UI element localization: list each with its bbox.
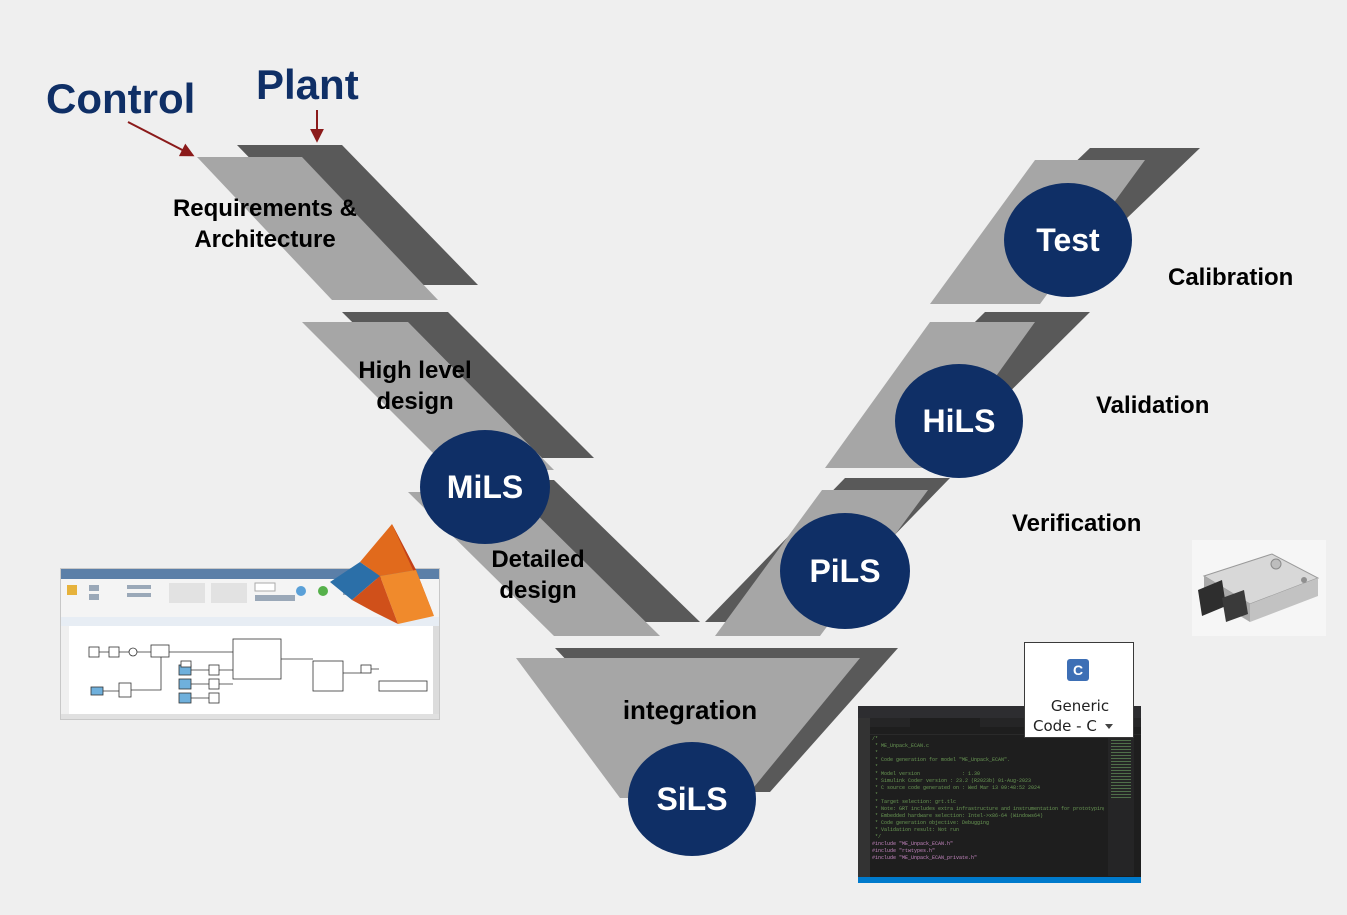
vscode-activity-bar <box>858 718 870 877</box>
verification-label: Verification <box>1012 510 1142 537</box>
requirements-line-2: Architecture <box>194 225 336 253</box>
code-line: #include "ME_Unpack_ECAN.h" <box>872 841 954 847</box>
code-line: * <box>872 764 879 770</box>
detailed-label: Detailed design <box>458 545 618 606</box>
code-line: * C source code generated on : Wed Mar 1… <box>872 785 1041 791</box>
generic-code-line-1: Generic <box>1050 697 1110 715</box>
highlevel-line-1: High level <box>358 357 472 384</box>
matlab-logo-icon <box>326 520 438 630</box>
chevron-down-icon[interactable] <box>1104 724 1113 729</box>
generic-code-line-2: Code - C <box>1033 717 1133 735</box>
integration-panel <box>516 658 860 798</box>
sils-circle: SiLS <box>628 742 756 856</box>
control-label: Control <box>46 75 196 122</box>
hils-circle: HiLS <box>895 364 1023 478</box>
code-line: * ME_Unpack_ECAN.c <box>872 743 930 749</box>
validation-label: Validation <box>1096 392 1210 419</box>
detailed-line-2: design <box>499 576 577 604</box>
code-line: * Embedded hardware selection: Intel->x8… <box>872 813 1044 819</box>
detailed-line-1: Detailed <box>491 546 585 573</box>
highlevel-label: High level design <box>320 356 510 417</box>
c-language-icon: C <box>1067 659 1089 681</box>
plant-label: Plant <box>256 61 359 108</box>
vscode-breadcrumb <box>870 727 1141 735</box>
code-line: */ <box>872 834 882 840</box>
code-line: * <box>872 750 879 756</box>
ecu-hardware-icon <box>1192 540 1326 636</box>
code-line: /* <box>872 736 879 742</box>
code-line: * Simulink Coder version : 23.2 (R2023b)… <box>872 778 1032 784</box>
code-line: * Validation result: Not run <box>872 827 960 833</box>
requirements-panel <box>197 157 438 300</box>
vscode-minimap <box>1108 736 1134 876</box>
control-arrow <box>127 121 195 157</box>
generic-code-label: Code - C <box>1033 717 1097 735</box>
test-circle: Test <box>1004 183 1132 297</box>
code-line: * Code generation for model "ME_Unpack_E… <box>872 757 1011 763</box>
mils-circle: MiLS <box>420 430 550 544</box>
integration-label: integration <box>622 695 758 725</box>
code-line: * Model version : 1.30 <box>872 771 981 777</box>
requirements-line-1: Requirements & <box>172 195 358 222</box>
code-line: #include "ME_Unpack_ECAN_private.h" <box>872 855 978 861</box>
code-line: #include "rtwtypes.h" <box>872 848 936 854</box>
vscode-tabbar <box>870 718 1141 727</box>
code-line: * <box>872 792 879 798</box>
highlevel-line-2: design <box>376 387 454 415</box>
code-line: * Target selection: grt.tlc <box>872 799 957 805</box>
requirements-label: Requirements & Architecture <box>140 194 390 255</box>
code-line: * Code generation objective: Debugging <box>872 820 990 826</box>
vscode-code-area: /* * ME_Unpack_ECAN.c * * Code generatio… <box>872 736 1104 876</box>
calibration-label: Calibration <box>1168 264 1294 291</box>
code-line: * Note: GRT includes extra infrastructur… <box>872 806 1104 812</box>
generic-code-popup[interactable]: C Generic Code - C <box>1024 642 1134 738</box>
vscode-statusbar <box>858 877 1141 883</box>
pils-circle: PiLS <box>780 513 910 629</box>
